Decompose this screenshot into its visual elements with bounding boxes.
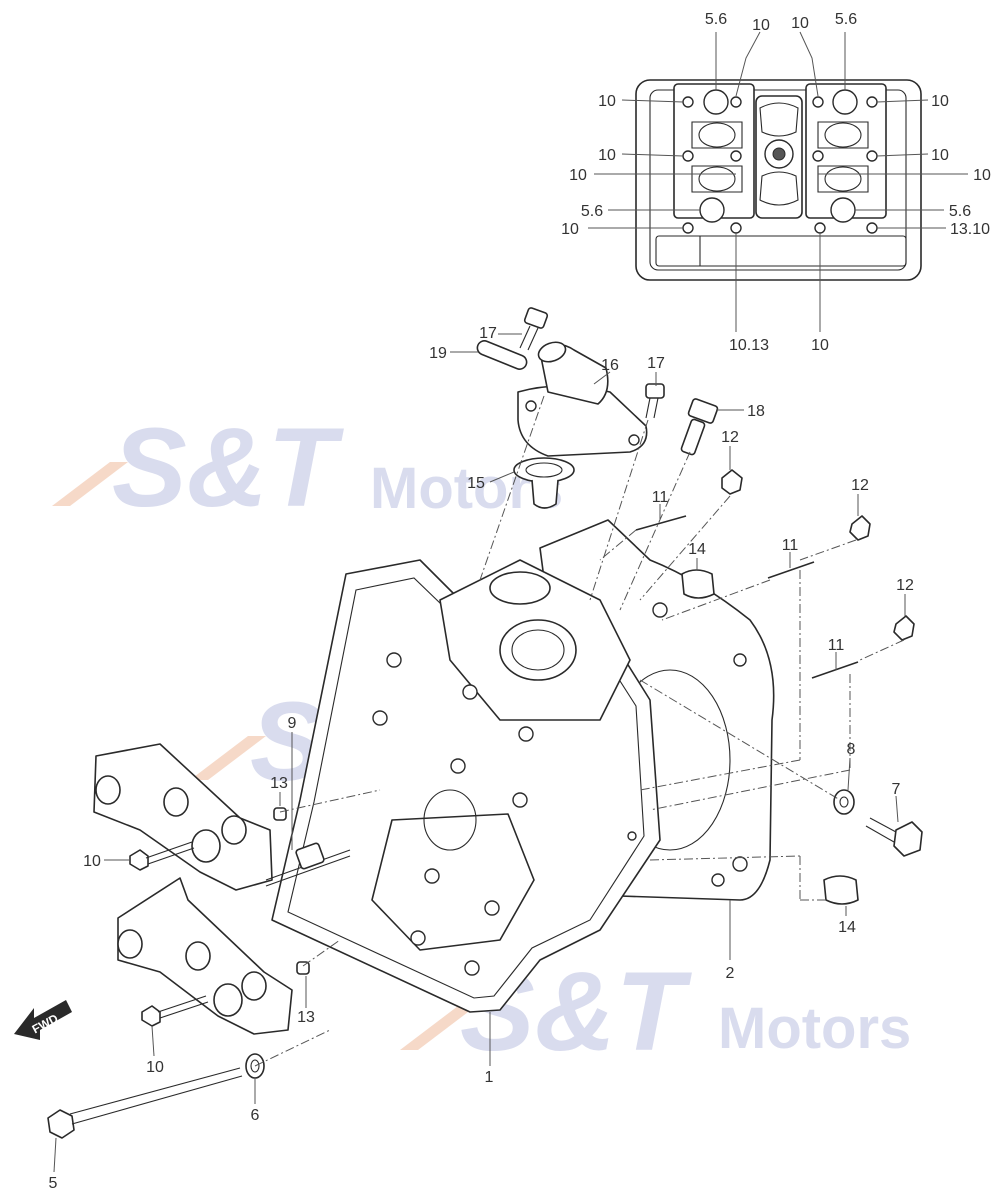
callout: 12 (896, 577, 914, 594)
callout: 5.6 (581, 203, 603, 220)
watermark-bottom: S&T Motors (400, 949, 911, 1074)
watermark-top: S&T Motors (52, 405, 563, 530)
fwd-arrow-icon: FWD (14, 1000, 72, 1040)
callout: 14 (688, 541, 706, 558)
callout: 10 (83, 853, 101, 870)
callout: 10 (931, 147, 949, 164)
main-leader-lines (53, 333, 906, 1173)
rocker-holder-upper (93, 743, 273, 891)
callout: 13 (270, 775, 288, 792)
callout: 10 (146, 1059, 164, 1076)
callout: 19 (429, 345, 447, 362)
callout: 10 (931, 93, 949, 110)
thermostat-housing-group (476, 307, 719, 509)
callout: 2 (726, 965, 735, 982)
watermark-swoosh-icon (400, 1006, 476, 1050)
callout: 7 (892, 781, 901, 798)
cylinder-head (271, 559, 661, 1013)
watermark-swoosh-icon (52, 462, 128, 506)
watermark-swoosh-icon (190, 736, 266, 780)
callout: 10 (811, 337, 829, 354)
callout: 16 (601, 357, 619, 374)
callout: 14 (838, 919, 856, 936)
inset-callouts: 5.6 10 10 5.6 10 10 10 10 10 10 5.6 5.6 … (561, 11, 991, 354)
callout: 8 (847, 741, 856, 758)
callout: 10 (561, 221, 579, 238)
callout: 5 (49, 1175, 58, 1192)
callout: 11 (782, 537, 799, 554)
callout: 5.6 (705, 11, 727, 28)
rocker-holder-lower (117, 877, 293, 1035)
callout: 12 (721, 429, 739, 446)
callout: 5.6 (949, 203, 971, 220)
fasteners (47, 469, 923, 1139)
callout: 10 (973, 167, 991, 184)
callout: 13 (297, 1009, 315, 1026)
callout: 18 (747, 403, 765, 420)
callout: 12 (851, 477, 869, 494)
inset-leader-lines (588, 31, 968, 332)
watermark-brand: S&T (112, 405, 345, 530)
main-callouts: 17 19 16 17 18 12 15 11 12 14 11 12 11 9… (49, 325, 914, 1192)
assembly-lines (254, 395, 905, 1067)
callout: 6 (251, 1107, 260, 1124)
callout: 17 (479, 325, 497, 342)
callout: 15 (467, 475, 485, 492)
callout: 5.6 (835, 11, 857, 28)
callout: 13.10 (950, 221, 990, 238)
inset-head-top-view (635, 79, 922, 281)
watermark-suffix: Motors (718, 996, 911, 1061)
callout: 17 (647, 355, 665, 372)
callout: 10 (791, 15, 809, 32)
callout: 10 (598, 93, 616, 110)
callout: 10 (598, 147, 616, 164)
callout: 9 (288, 715, 297, 732)
callout: 10 (569, 167, 587, 184)
callout: 11 (652, 489, 669, 506)
callout: 11 (828, 637, 845, 654)
callout: 1 (485, 1069, 494, 1086)
callout: 10.13 (729, 337, 769, 354)
callout: 10 (752, 17, 770, 34)
